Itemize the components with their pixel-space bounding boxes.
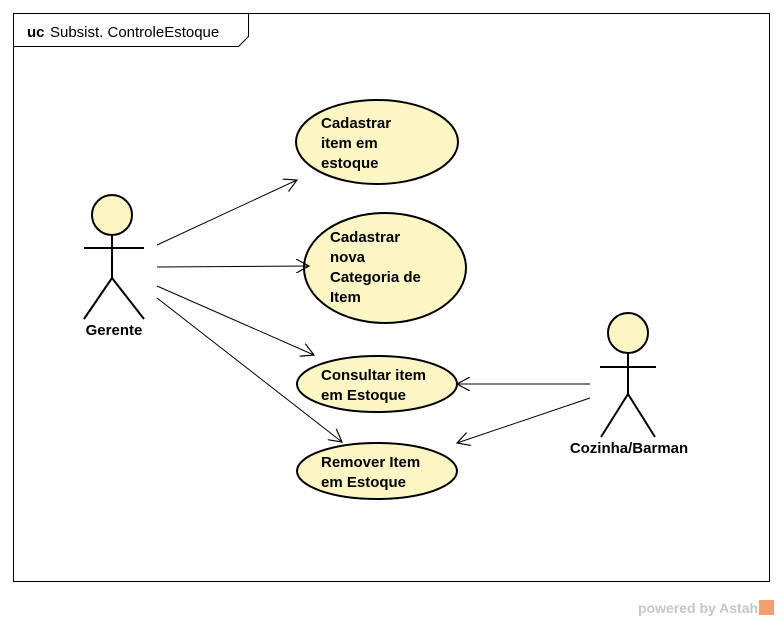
actor-cozinha-barman[interactable] <box>600 312 656 438</box>
actor-gerente-label: Gerente <box>86 322 143 339</box>
use-case-label: Cadastrar item em estoque <box>321 115 395 172</box>
use-case-ellipse <box>295 99 459 185</box>
frame-title: uc Subsist. ControleEstoque <box>27 24 219 41</box>
use-case-cadastrar-categoria[interactable]: Cadastrar nova Categoria de Item <box>303 212 467 324</box>
use-case-remover-item[interactable]: Remover Item em Estoque <box>296 442 458 500</box>
watermark-text: powered by Astah <box>638 600 759 616</box>
actor-cozinha-barman-label: Cozinha/Barman <box>570 440 688 457</box>
frame-name: Subsist. ControleEstoque <box>50 24 219 41</box>
association-gerente-cadastrar-categoria <box>156 266 309 267</box>
actor-gerente[interactable] <box>83 194 145 320</box>
use-case-ellipse <box>296 442 458 500</box>
astah-watermark: powered by Astah <box>638 600 775 616</box>
frame-title-tab <box>13 13 249 47</box>
use-case-label: Remover Item em Estoque <box>321 454 424 491</box>
astah-logo-icon <box>759 600 775 615</box>
association-gerente-consultar-item <box>156 285 314 355</box>
association-cozinha-remover-item <box>457 397 591 443</box>
association-gerente-remover-item <box>156 297 342 442</box>
actor-right-leg <box>627 393 656 438</box>
frame-kind: uc <box>27 24 45 41</box>
actor-left-leg <box>83 277 113 320</box>
actor-left-leg <box>600 393 629 438</box>
actor-right-leg <box>111 277 145 320</box>
use-case-label: Cadastrar nova Categoria de Item <box>330 229 425 306</box>
use-case-label: Consultar item em Estoque <box>321 367 430 404</box>
actor-head <box>91 194 133 236</box>
actor-head <box>607 312 649 354</box>
use-case-consultar-item[interactable]: Consultar item em Estoque <box>296 355 458 413</box>
association-gerente-cadastrar-item <box>156 180 297 246</box>
use-case-cadastrar-item[interactable]: Cadastrar item em estoque <box>295 99 459 185</box>
